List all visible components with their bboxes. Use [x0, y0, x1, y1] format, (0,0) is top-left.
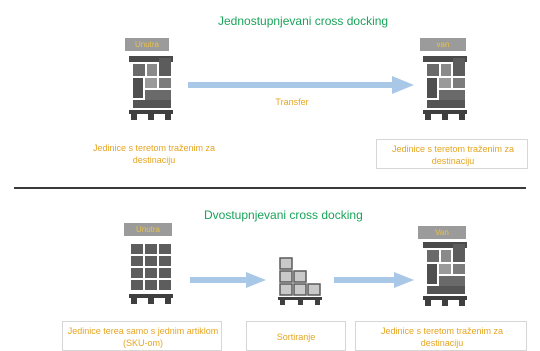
section2-left-caption: Jedinice terea samo s jednim artiklom (S…: [67, 326, 219, 348]
arrow-to-out-icon: [334, 272, 414, 288]
section1-left-caption: Jedinice s teretom traženim za destinaci…: [92, 143, 216, 165]
transfer-label: Transfer: [275, 97, 309, 107]
mixed-pallet-icon: [423, 56, 467, 120]
section1-out-label: van: [420, 38, 466, 51]
section2-right-caption: Jedinice s teretom traženim za destinaci…: [380, 326, 504, 348]
section2-left-box: Jedinice terea samo s jednim artiklom (S…: [62, 321, 222, 351]
section1-title: Jednostupnjevani cross docking: [218, 14, 389, 28]
mixed-pallet-icon: [129, 56, 173, 120]
section2-title: Dvostupnjevani cross docking: [204, 208, 363, 222]
mixed-pallet-icon: [423, 242, 467, 306]
section2-in-label: Unutra: [124, 223, 172, 236]
section2-middle-caption: Sortiranje: [276, 332, 316, 342]
section2-out-label: Van: [418, 226, 466, 239]
section-divider: [14, 187, 526, 189]
section1-right-caption: Jedinice s teretom traženim za destinaci…: [391, 144, 515, 166]
section1-right-box: Jedinice s teretom traženim za destinaci…: [376, 139, 528, 169]
transfer-arrow-icon: [188, 76, 414, 94]
arrow-to-sorting-icon: [190, 272, 266, 288]
single-sku-pallet-icon: [129, 244, 173, 304]
section2-right-box: Jedinice s teretom traženim za destinaci…: [355, 321, 527, 351]
section1-in-label: Unutra: [125, 38, 169, 51]
sorting-boxes-icon: [278, 257, 322, 305]
